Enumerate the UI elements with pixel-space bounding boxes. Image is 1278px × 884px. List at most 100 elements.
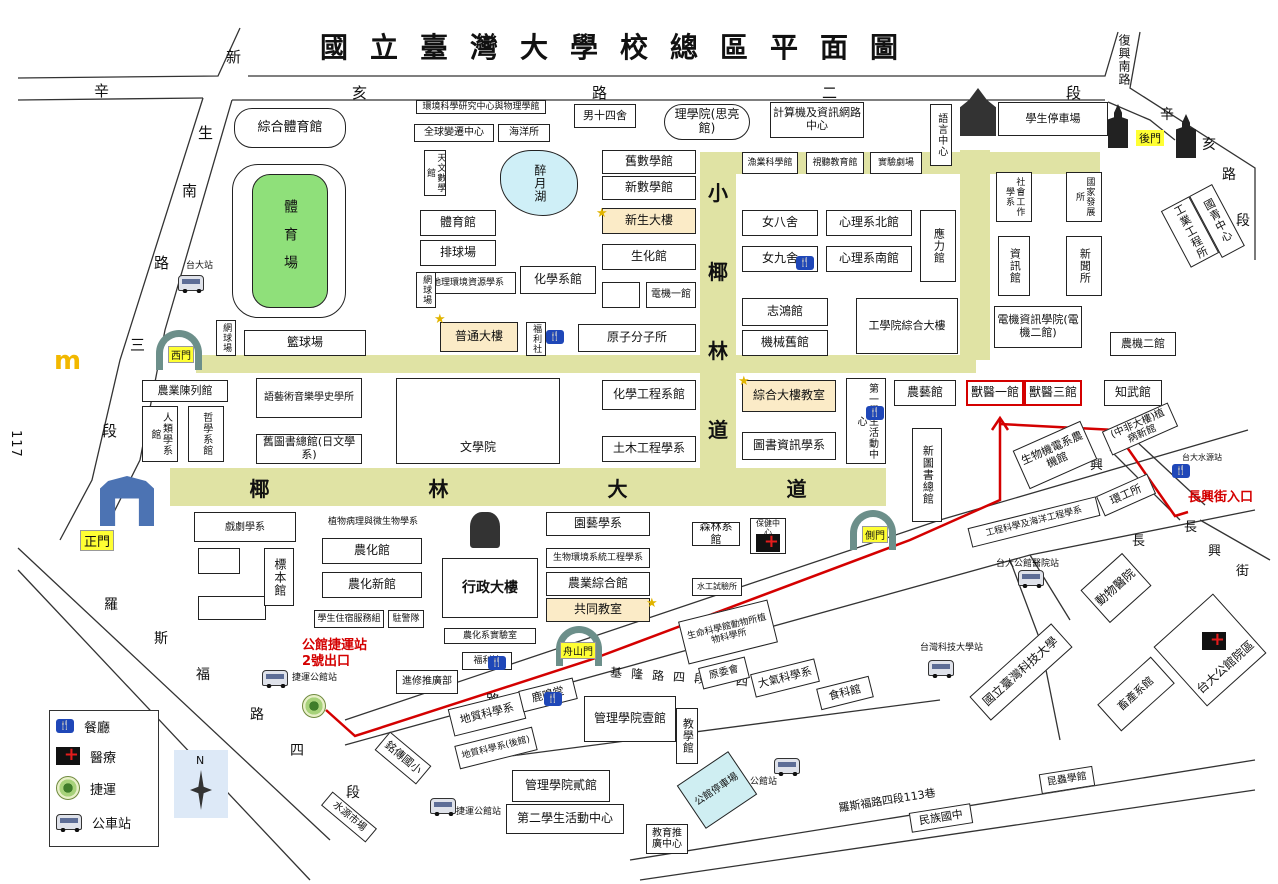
small-building-a bbox=[602, 282, 640, 308]
tennis-court-2[interactable]: 網球場 bbox=[416, 272, 436, 308]
vet-3[interactable]: 獸醫三館 bbox=[1024, 380, 1082, 406]
sports-hall[interactable]: 綜合體育館 bbox=[234, 108, 346, 148]
ee-cs[interactable]: 電機資訊學院(電機二館) bbox=[994, 306, 1082, 348]
road-label-rs-4: 四 bbox=[290, 743, 304, 759]
audio-visual[interactable]: 視聽教育館 bbox=[806, 152, 864, 174]
chem-eng[interactable]: 化學工程系館 bbox=[602, 380, 696, 410]
female-8[interactable]: 女八舍 bbox=[742, 210, 818, 236]
road-label-changxing-2: 街 bbox=[1236, 564, 1250, 579]
journalism[interactable]: 新聞所 bbox=[1066, 236, 1102, 296]
student-activity-1[interactable]: 第一學生活動中心 bbox=[846, 378, 886, 464]
eco-center[interactable]: 環境科學研究中心與物理學館 bbox=[416, 100, 546, 114]
anthropology[interactable]: 人類學系館 bbox=[142, 406, 178, 462]
ee-one[interactable]: 電機一館 bbox=[646, 282, 696, 308]
agri-exhibit[interactable]: 農業陳列館 bbox=[142, 380, 228, 402]
bus-stop-mrt2: 捷運公館站 bbox=[456, 807, 502, 817]
agronomy[interactable]: 農藝館 bbox=[894, 380, 956, 406]
specimen-hall[interactable]: 標本館 bbox=[264, 548, 294, 606]
vet-1[interactable]: 獸醫一館 bbox=[966, 380, 1024, 406]
admin-building[interactable]: 行政大樓 bbox=[442, 558, 538, 618]
zhiwu[interactable]: 知武館 bbox=[1104, 380, 1162, 406]
language-center[interactable]: 語言中心 bbox=[930, 104, 952, 166]
psy-north[interactable]: 心理系北館 bbox=[826, 210, 912, 236]
chem-building[interactable]: 化學系館 bbox=[520, 266, 596, 294]
new-math[interactable]: 新數學館 bbox=[602, 176, 696, 200]
computer-center[interactable]: 計算機及資訊網路中心 bbox=[770, 102, 864, 138]
road-label-rs-1: 斯 bbox=[154, 631, 168, 647]
biochem[interactable]: 生化館 bbox=[602, 244, 696, 270]
edu-promotion[interactable]: 教育推廣中心 bbox=[646, 824, 688, 854]
social-work[interactable]: 社會工作學系 bbox=[996, 172, 1032, 222]
freshman-building[interactable]: 新生大樓 bbox=[602, 208, 696, 234]
civil-eng[interactable]: 土木工程學系 bbox=[602, 436, 696, 462]
volleyball[interactable]: 排球場 bbox=[420, 240, 496, 266]
student-parking[interactable]: 學生停車場 bbox=[998, 102, 1108, 136]
basketball-court[interactable]: 籃球場 bbox=[244, 330, 366, 356]
agri-mech-2[interactable]: 農機二館 bbox=[1110, 332, 1176, 356]
west-gate[interactable]: 西門 bbox=[156, 330, 202, 370]
back-gate-label[interactable]: 後門 bbox=[1136, 130, 1164, 146]
stress-hall[interactable]: 應力館 bbox=[920, 210, 956, 282]
library-info[interactable]: 圖書資訊學系 bbox=[742, 432, 836, 460]
dining-icon: 🍴 bbox=[1172, 464, 1190, 478]
common-classroom[interactable]: 共同教室 bbox=[546, 598, 650, 622]
hydraulic-lab[interactable]: 水工試驗所 bbox=[692, 578, 742, 596]
astro-math[interactable]: 天文數學館 bbox=[424, 150, 446, 196]
fishery-sci[interactable]: 漁業科學館 bbox=[742, 152, 798, 174]
bus-icon bbox=[1018, 570, 1044, 588]
agri-comprehensive[interactable]: 農業綜合館 bbox=[546, 572, 650, 596]
eng-comprehensive[interactable]: 工學院綜合大樓 bbox=[856, 298, 958, 354]
road-label-changxing-1: 興 bbox=[1208, 544, 1222, 559]
national-dev[interactable]: 國家發展所 bbox=[1066, 172, 1102, 222]
old-math[interactable]: 舊數學館 bbox=[602, 150, 696, 174]
legend-row-bus: 公車站 bbox=[56, 811, 131, 833]
experimental-theater[interactable]: 實驗劇場 bbox=[870, 152, 922, 174]
global-change[interactable]: 全球變遷中心 bbox=[414, 124, 494, 142]
mgmt-1[interactable]: 管理學院壹館 bbox=[584, 696, 676, 742]
forestry[interactable]: 森林系館 bbox=[692, 522, 740, 546]
tennis-court[interactable]: 網球場 bbox=[216, 320, 236, 356]
philosophy[interactable]: 哲學系館 bbox=[188, 406, 224, 462]
male-14[interactable]: 男十四舍 bbox=[574, 104, 636, 128]
campus-police[interactable]: 駐警隊 bbox=[388, 610, 424, 628]
zhoushan-gate[interactable]: 舟山門 bbox=[556, 626, 602, 666]
mech-old[interactable]: 機械舊館 bbox=[742, 330, 828, 356]
teaching-hall[interactable]: 教學館 bbox=[676, 708, 698, 764]
info-hall[interactable]: 資訊館 bbox=[998, 236, 1030, 296]
horticulture[interactable]: 園藝學系 bbox=[546, 512, 650, 536]
drama-plantpath[interactable]: 戲劇學系 bbox=[194, 512, 296, 542]
compass-star-icon bbox=[190, 770, 212, 810]
extension-dept[interactable]: 進修推廣部 bbox=[396, 670, 458, 694]
mgmt-2[interactable]: 管理學院貳館 bbox=[512, 770, 610, 802]
arts-college[interactable]: 文學院 bbox=[396, 378, 560, 464]
science-college[interactable]: 理學院(思亮館) bbox=[664, 104, 750, 140]
atomic-molecular[interactable]: 原子分子所 bbox=[578, 324, 696, 352]
comp-lecture[interactable]: 綜合大樓教室 bbox=[742, 380, 836, 412]
star-icon: ★ bbox=[596, 206, 608, 221]
bus-stop-ntu: 台大站 bbox=[186, 261, 214, 271]
side-gate[interactable]: 側門 bbox=[850, 510, 896, 550]
road-label-xinhai-top: 新 bbox=[226, 48, 242, 66]
metro-icon bbox=[56, 776, 80, 800]
agri-chem-new[interactable]: 農化新館 bbox=[322, 572, 422, 598]
agri-chem-lab[interactable]: 農化系實驗室 bbox=[444, 628, 536, 644]
new-library[interactable]: 新圖書總館 bbox=[912, 428, 942, 522]
agri-chem[interactable]: 農化館 bbox=[322, 538, 422, 564]
welfare-store[interactable]: 福利社 bbox=[526, 322, 546, 356]
common-building[interactable]: 普通大樓 bbox=[440, 322, 518, 352]
sports-building[interactable]: 體育館 bbox=[420, 210, 496, 236]
dining-icon: 🍴 bbox=[796, 256, 814, 270]
ocean[interactable]: 海洋所 bbox=[498, 124, 550, 142]
psy-south[interactable]: 心理系南館 bbox=[826, 246, 912, 272]
student-center-2[interactable]: 第二學生活動中心 bbox=[506, 804, 624, 834]
student-housing[interactable]: 學生住宿服務組 bbox=[314, 610, 384, 628]
zhihong[interactable]: 志鴻館 bbox=[742, 298, 828, 326]
plant-pathology[interactable]: 植物病理與微生物學系 bbox=[327, 516, 418, 527]
art-music-history[interactable]: 語藝術音樂學 史學所 bbox=[256, 378, 362, 418]
bus-stop-gongguan: 公館站 bbox=[750, 777, 778, 787]
zuiyue-lake[interactable]: 醉月湖 bbox=[500, 150, 578, 216]
old-library[interactable]: 舊圖書總館(日文學系) bbox=[256, 434, 362, 464]
bio-env-eng[interactable]: 生物環境系統工程學系 bbox=[546, 548, 650, 568]
main-gate-label[interactable]: 正門 bbox=[80, 530, 115, 551]
stadium[interactable]: 體育場 bbox=[252, 174, 328, 308]
